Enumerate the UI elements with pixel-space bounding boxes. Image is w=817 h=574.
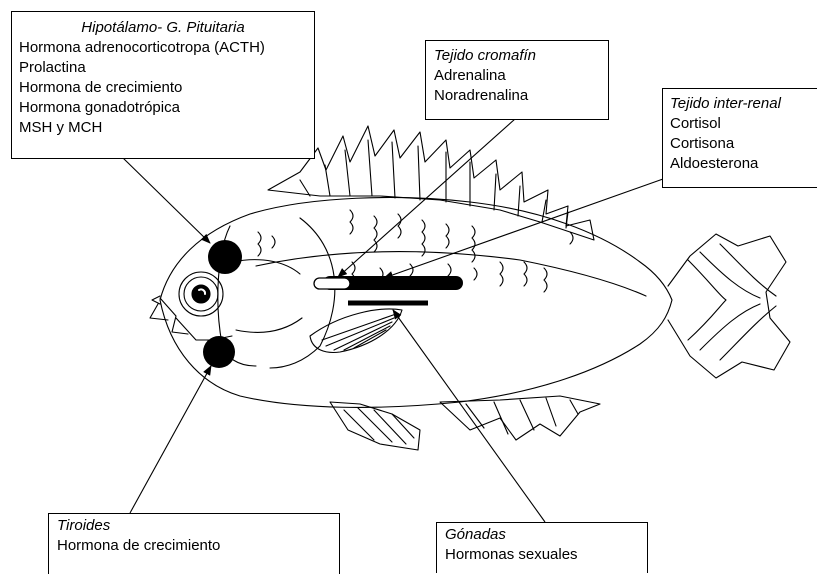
- tail-fin: [668, 234, 790, 378]
- hormone-item: Cortisona: [670, 134, 817, 154]
- arrow-gonads: [393, 310, 545, 522]
- arrow-thyroid: [130, 366, 211, 513]
- hormone-item: Noradrenalina: [434, 86, 608, 106]
- gonads-label: Gónadas Hormonas sexuales: [436, 522, 648, 573]
- hormone-item: Hormona de crecimiento: [19, 78, 314, 98]
- chromaffin-marker: [314, 278, 350, 289]
- gonads-title: Gónadas: [445, 525, 647, 545]
- mouth: [150, 296, 232, 340]
- thyroid-marker: [203, 336, 235, 368]
- hormone-item: Aldoesterona: [670, 154, 817, 174]
- dorsal-fin: [268, 126, 594, 240]
- hormone-item: MSH y MCH: [19, 118, 314, 138]
- pectoral-fin: [310, 309, 402, 352]
- anal-fin: [440, 396, 600, 440]
- chromaffin-tissue-label: Tejido cromafín Adrenalina Noradrenalina: [425, 40, 609, 120]
- hormone-item: Adrenalina: [434, 66, 608, 86]
- thyroid-label: Tiroides Hormona de crecimiento: [48, 513, 340, 574]
- pituitary-marker: [208, 240, 242, 274]
- hormone-item: Hormona gonadotrópica: [19, 98, 314, 118]
- hormone-item: Hormonas sexuales: [445, 545, 647, 565]
- hormone-item: Hormona de crecimiento: [57, 536, 339, 556]
- thyroid-title: Tiroides: [57, 516, 339, 536]
- hormone-item: Cortisol: [670, 114, 817, 134]
- hypothalamus-pituitary-title: Hipotálamo- G. Pituitaria: [12, 12, 314, 38]
- interrenal-title: Tejido inter-renal: [670, 94, 817, 114]
- hormone-item: Prolactina: [19, 58, 314, 78]
- interrenal-tissue-label: Tejido inter-renal Cortisol Cortisona Al…: [662, 88, 817, 188]
- hormone-item: Hormona adrenocorticotropa (ACTH): [19, 38, 314, 58]
- arrow-pituitary: [123, 158, 210, 243]
- pelvic-fin: [330, 402, 420, 450]
- hypothalamus-pituitary-label: Hipotálamo- G. Pituitaria Hormona adreno…: [11, 11, 315, 159]
- chromaffin-title: Tejido cromafín: [434, 46, 608, 66]
